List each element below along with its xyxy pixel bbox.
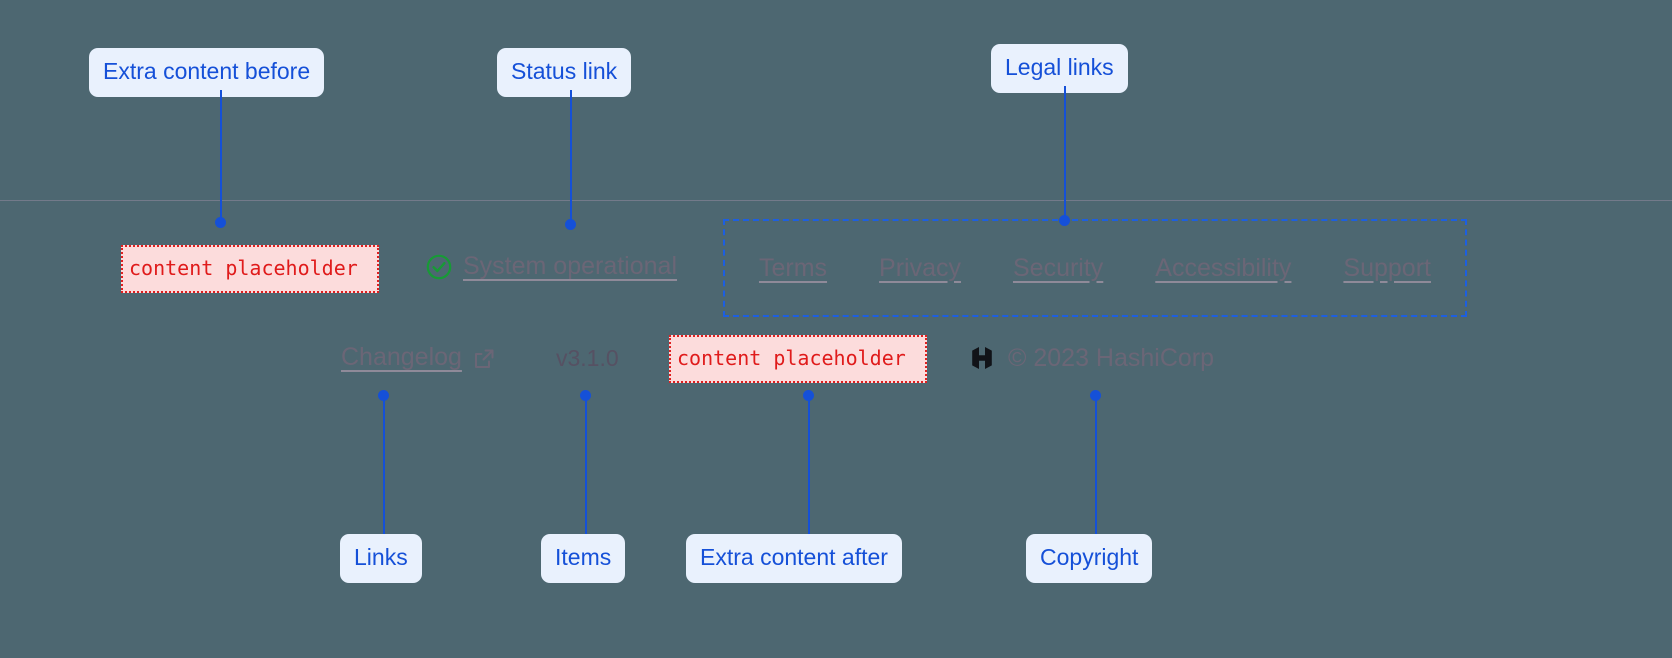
legal-links-highlight-box [723, 219, 1467, 317]
annotation-extra-content-before: Extra content before [89, 48, 325, 97]
legal-link-support[interactable]: Support [1343, 253, 1431, 282]
leader-line-extra-content-after [808, 395, 810, 536]
annotation-links: Links [340, 534, 422, 583]
version-label: v3.1.0 [556, 345, 619, 371]
copyright-block: © 2023 HashiCorp [968, 343, 1214, 373]
leader-dot-extra-content-before [215, 217, 226, 228]
annotation-status-link: Status link [497, 48, 632, 97]
annotation-copyright: Copyright [1026, 534, 1153, 583]
extra-content-after-placeholder: content placeholder [669, 335, 927, 383]
footer-top-divider [0, 200, 1672, 201]
changelog-link-label: Changelog [341, 343, 462, 371]
extra-content-before-placeholder: content placeholder [121, 245, 379, 293]
legal-link-accessibility[interactable]: Accessibility [1155, 253, 1292, 282]
leader-dot-status-link [565, 219, 576, 230]
status-link-label: System operational [463, 252, 678, 280]
leader-line-status-link [570, 90, 572, 225]
hashicorp-logo [968, 343, 996, 373]
annotation-items: Items [541, 534, 626, 583]
leader-line-legal-links [1064, 86, 1066, 221]
legal-link-terms[interactable]: Terms [758, 253, 828, 282]
leader-line-extra-content-before [220, 90, 222, 222]
leader-line-copyright [1095, 395, 1097, 536]
changelog-link[interactable]: Changelog [341, 343, 496, 372]
external-link-icon [472, 347, 496, 371]
check-circle-icon [425, 253, 453, 281]
copyright-text: © 2023 HashiCorp [1008, 343, 1215, 372]
status-link[interactable]: System operational [425, 252, 677, 281]
legal-link-privacy[interactable]: Privacy [879, 253, 961, 282]
annotation-legal-links: Legal links [991, 44, 1128, 93]
leader-dot-legal-links [1059, 215, 1070, 226]
leader-line-links [383, 395, 385, 536]
leader-line-items [585, 395, 587, 536]
legal-link-security[interactable]: Security [1012, 253, 1104, 282]
legal-links-group: Terms Privacy Security Accessibility Sup… [723, 219, 1467, 317]
annotation-extra-content-after: Extra content after [686, 534, 902, 583]
